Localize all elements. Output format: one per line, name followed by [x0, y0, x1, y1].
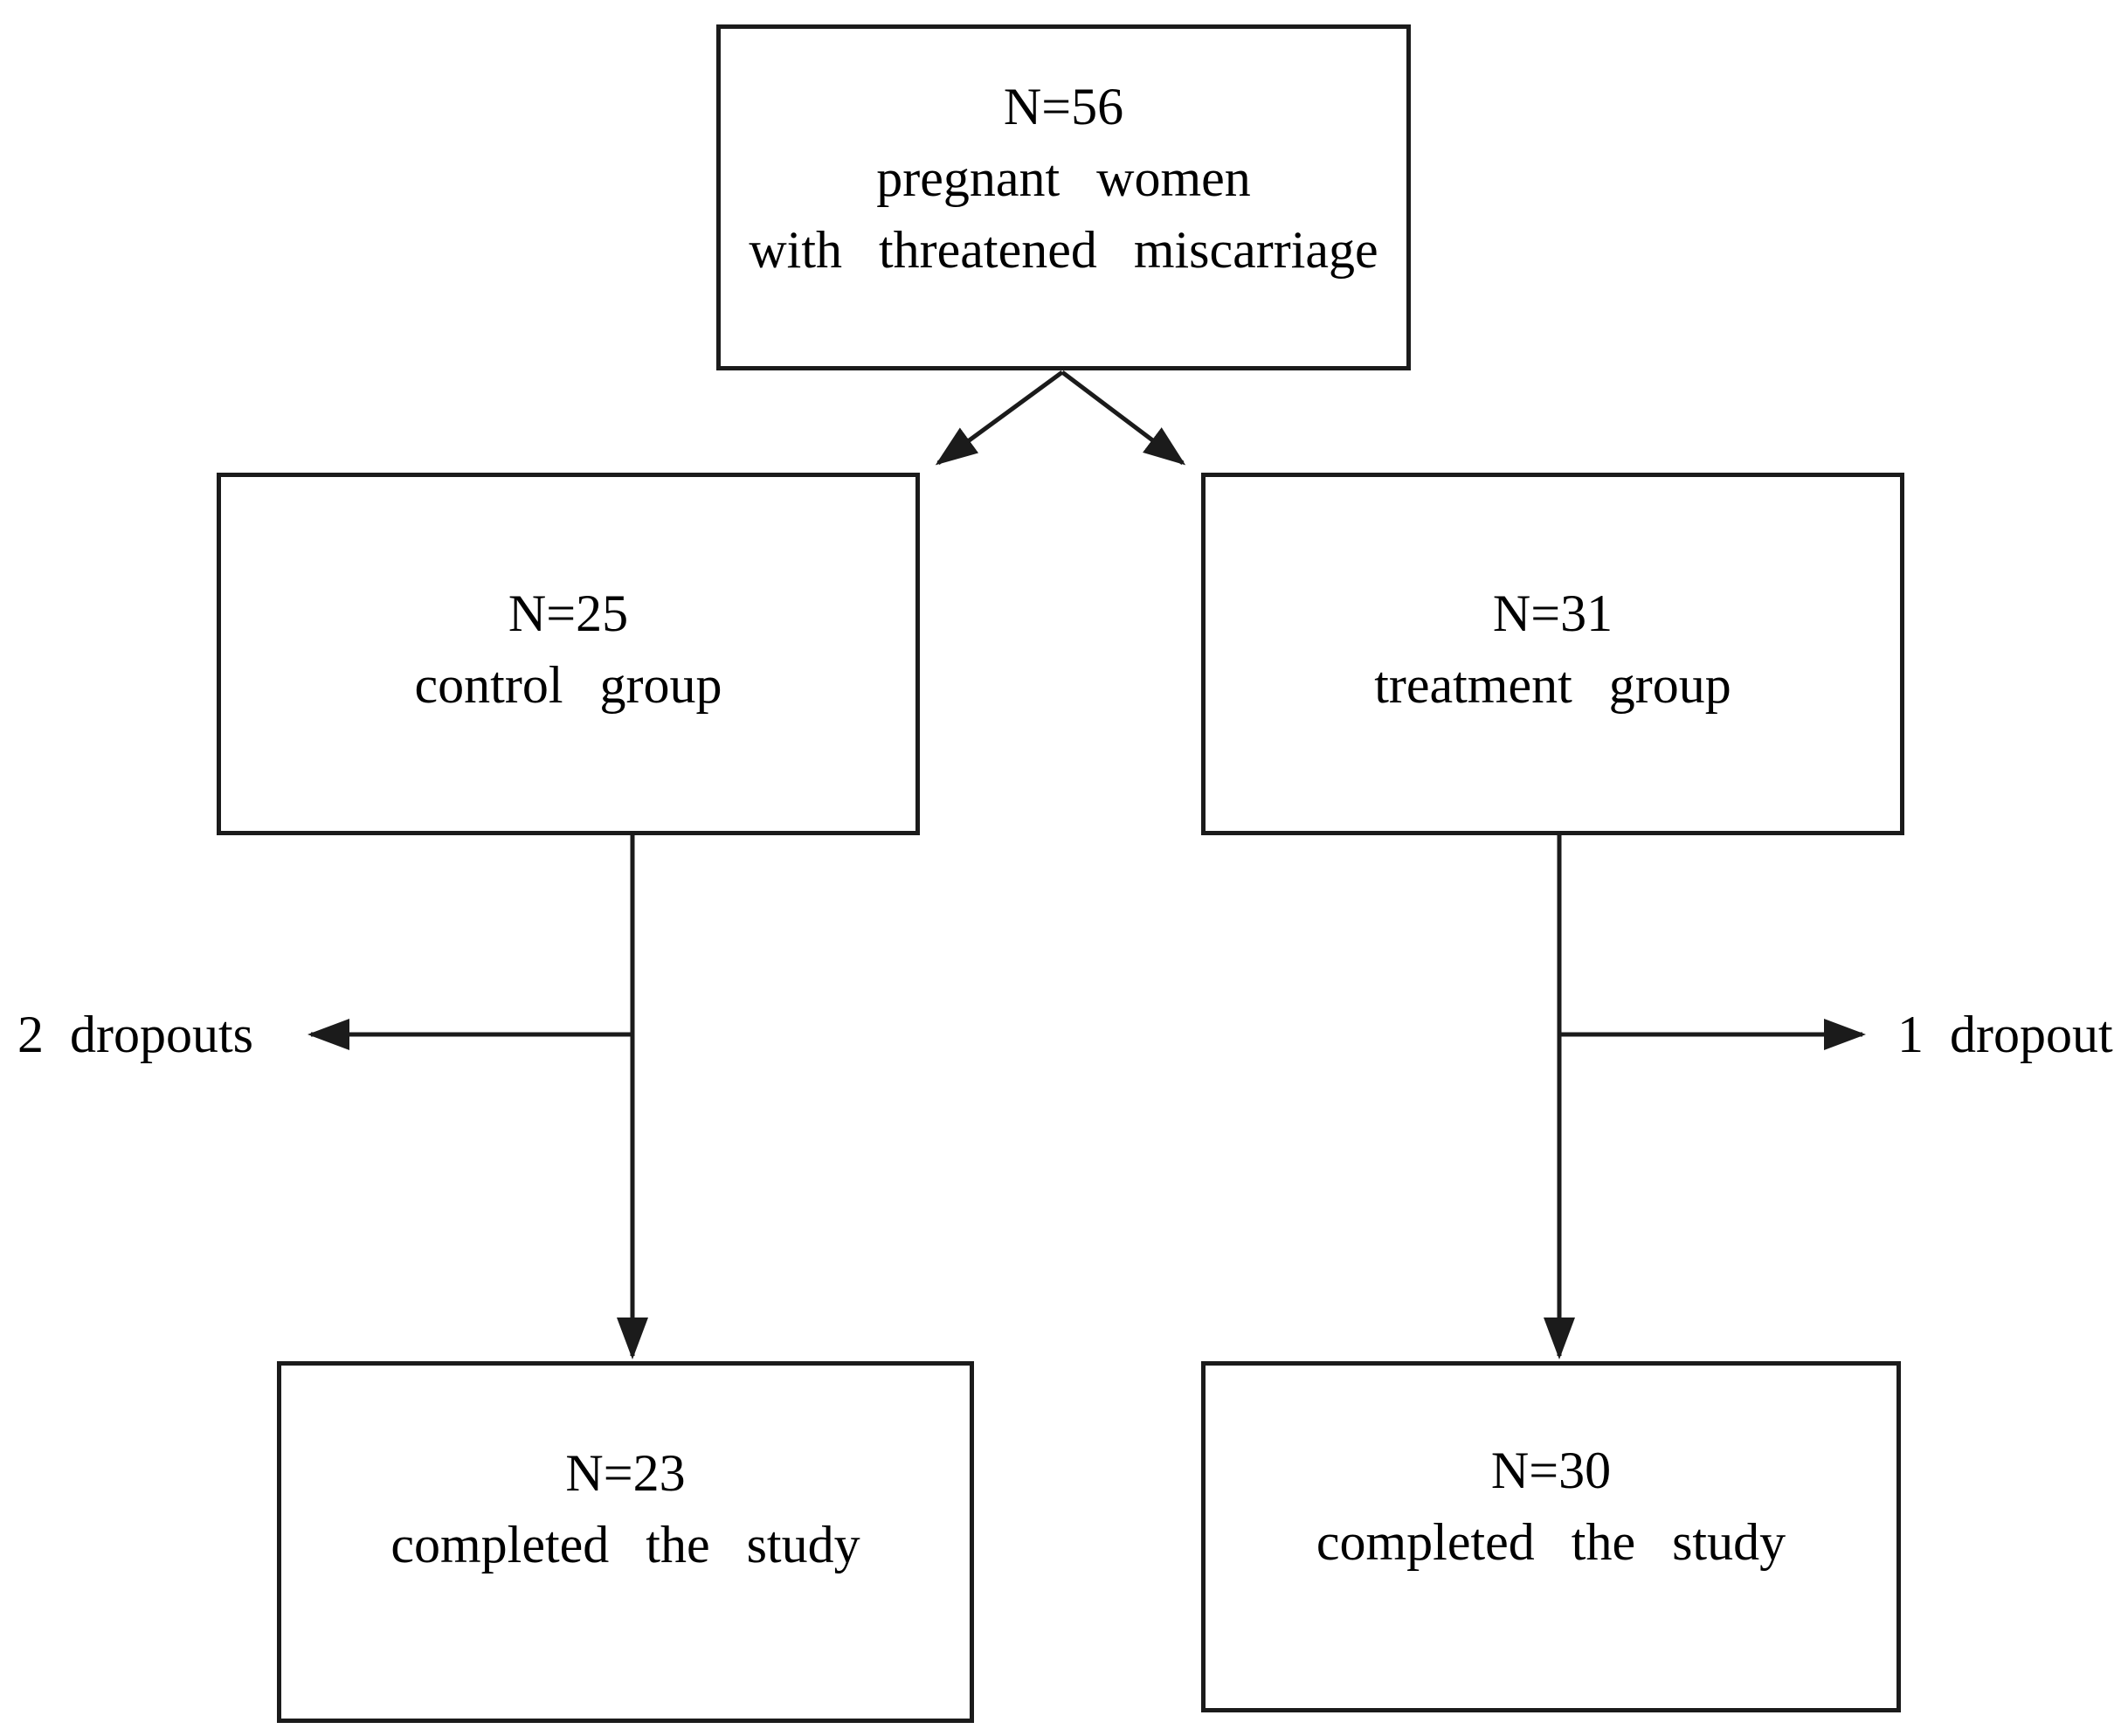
control-completed-label: completed the study — [390, 1516, 860, 1573]
treatment-completed-label: completed the study — [1316, 1513, 1786, 1571]
treatment-dropout-label: 1 dropout — [1897, 1006, 2113, 1063]
enrollment-box: N=56 pregnant women with threatened misc… — [716, 24, 1411, 370]
control-dropout-label: 2 dropouts — [17, 1006, 253, 1063]
control-completed-count: N=23 — [565, 1444, 686, 1502]
enrollment-description-line1: pregnant women — [876, 149, 1251, 207]
treatment-completed-box: N=30 completed the study — [1201, 1361, 1901, 1712]
treatment-completed-count: N=30 — [1490, 1442, 1612, 1499]
treatment-group-box: N=31 treatment group — [1201, 473, 1904, 835]
control-group-count: N=25 — [508, 584, 629, 642]
control-group-box: N=25 control group — [217, 473, 920, 835]
control-completed-box: N=23 completed the study — [277, 1361, 974, 1723]
treatment-group-count: N=31 — [1492, 584, 1613, 642]
enrollment-count: N=56 — [1003, 78, 1124, 135]
branch-arrow-left — [935, 370, 1064, 466]
enrollment-description-line2: with threatened miscarriage — [749, 221, 1378, 279]
control-group-label: control group — [414, 655, 722, 714]
treatment-group-label: treatment group — [1374, 655, 1731, 714]
branch-arrow-right — [1060, 370, 1186, 466]
